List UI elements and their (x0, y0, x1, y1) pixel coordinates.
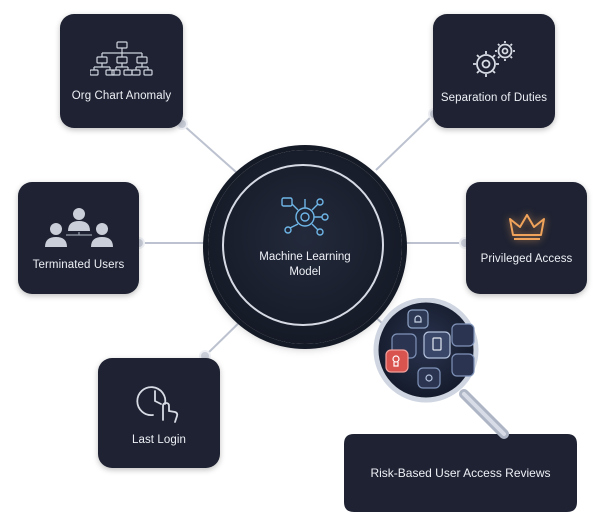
org-chart-anomaly-label: Org Chart Anomaly (71, 90, 172, 102)
last-login-card[interactable]: Last Login (98, 358, 220, 468)
users-group-icon (44, 208, 113, 247)
separation-of-duties-card[interactable]: Separation of Duties (433, 14, 555, 128)
center-title-line1: Machine Learning (259, 251, 351, 263)
risk-based-reviews-label: Risk-Based User Access Reviews (370, 466, 551, 480)
crown-icon (508, 214, 545, 240)
magnifier-icon (373, 298, 509, 439)
center-title-line2: Model (289, 266, 321, 278)
connector-sep (375, 113, 435, 171)
org-chart-icon (89, 41, 153, 76)
separation-of-duties-label: Separation of Duties (440, 92, 548, 104)
terminated-users-label: Terminated Users (32, 259, 125, 271)
privileged-access-label: Privileged Access (480, 253, 573, 265)
connector-dot-term (135, 239, 143, 247)
machine-learning-model-label: Machine Learning Model (208, 250, 402, 280)
center-ring (222, 164, 384, 326)
connector-dot-org (178, 120, 186, 128)
machine-learning-model-node[interactable]: Machine Learning Model (208, 150, 402, 344)
terminated-users-card[interactable]: Terminated Users (18, 182, 139, 294)
connector-dot-priv (461, 239, 469, 247)
org-chart-anomaly-card[interactable]: Org Chart Anomaly (60, 14, 183, 128)
risk-based-reviews-card[interactable]: Risk-Based User Access Reviews (344, 434, 577, 512)
risk-card-shape (344, 434, 577, 512)
connector-org (181, 123, 237, 173)
privileged-access-card[interactable]: Privileged Access (466, 182, 587, 294)
connector-dot-last (201, 352, 209, 360)
clock-pointer-icon (136, 386, 179, 423)
gears-icon (473, 41, 515, 77)
ml-network-icon (281, 197, 329, 236)
last-login-label: Last Login (131, 434, 187, 446)
connector-last (204, 313, 249, 357)
access-tiles (385, 309, 475, 389)
